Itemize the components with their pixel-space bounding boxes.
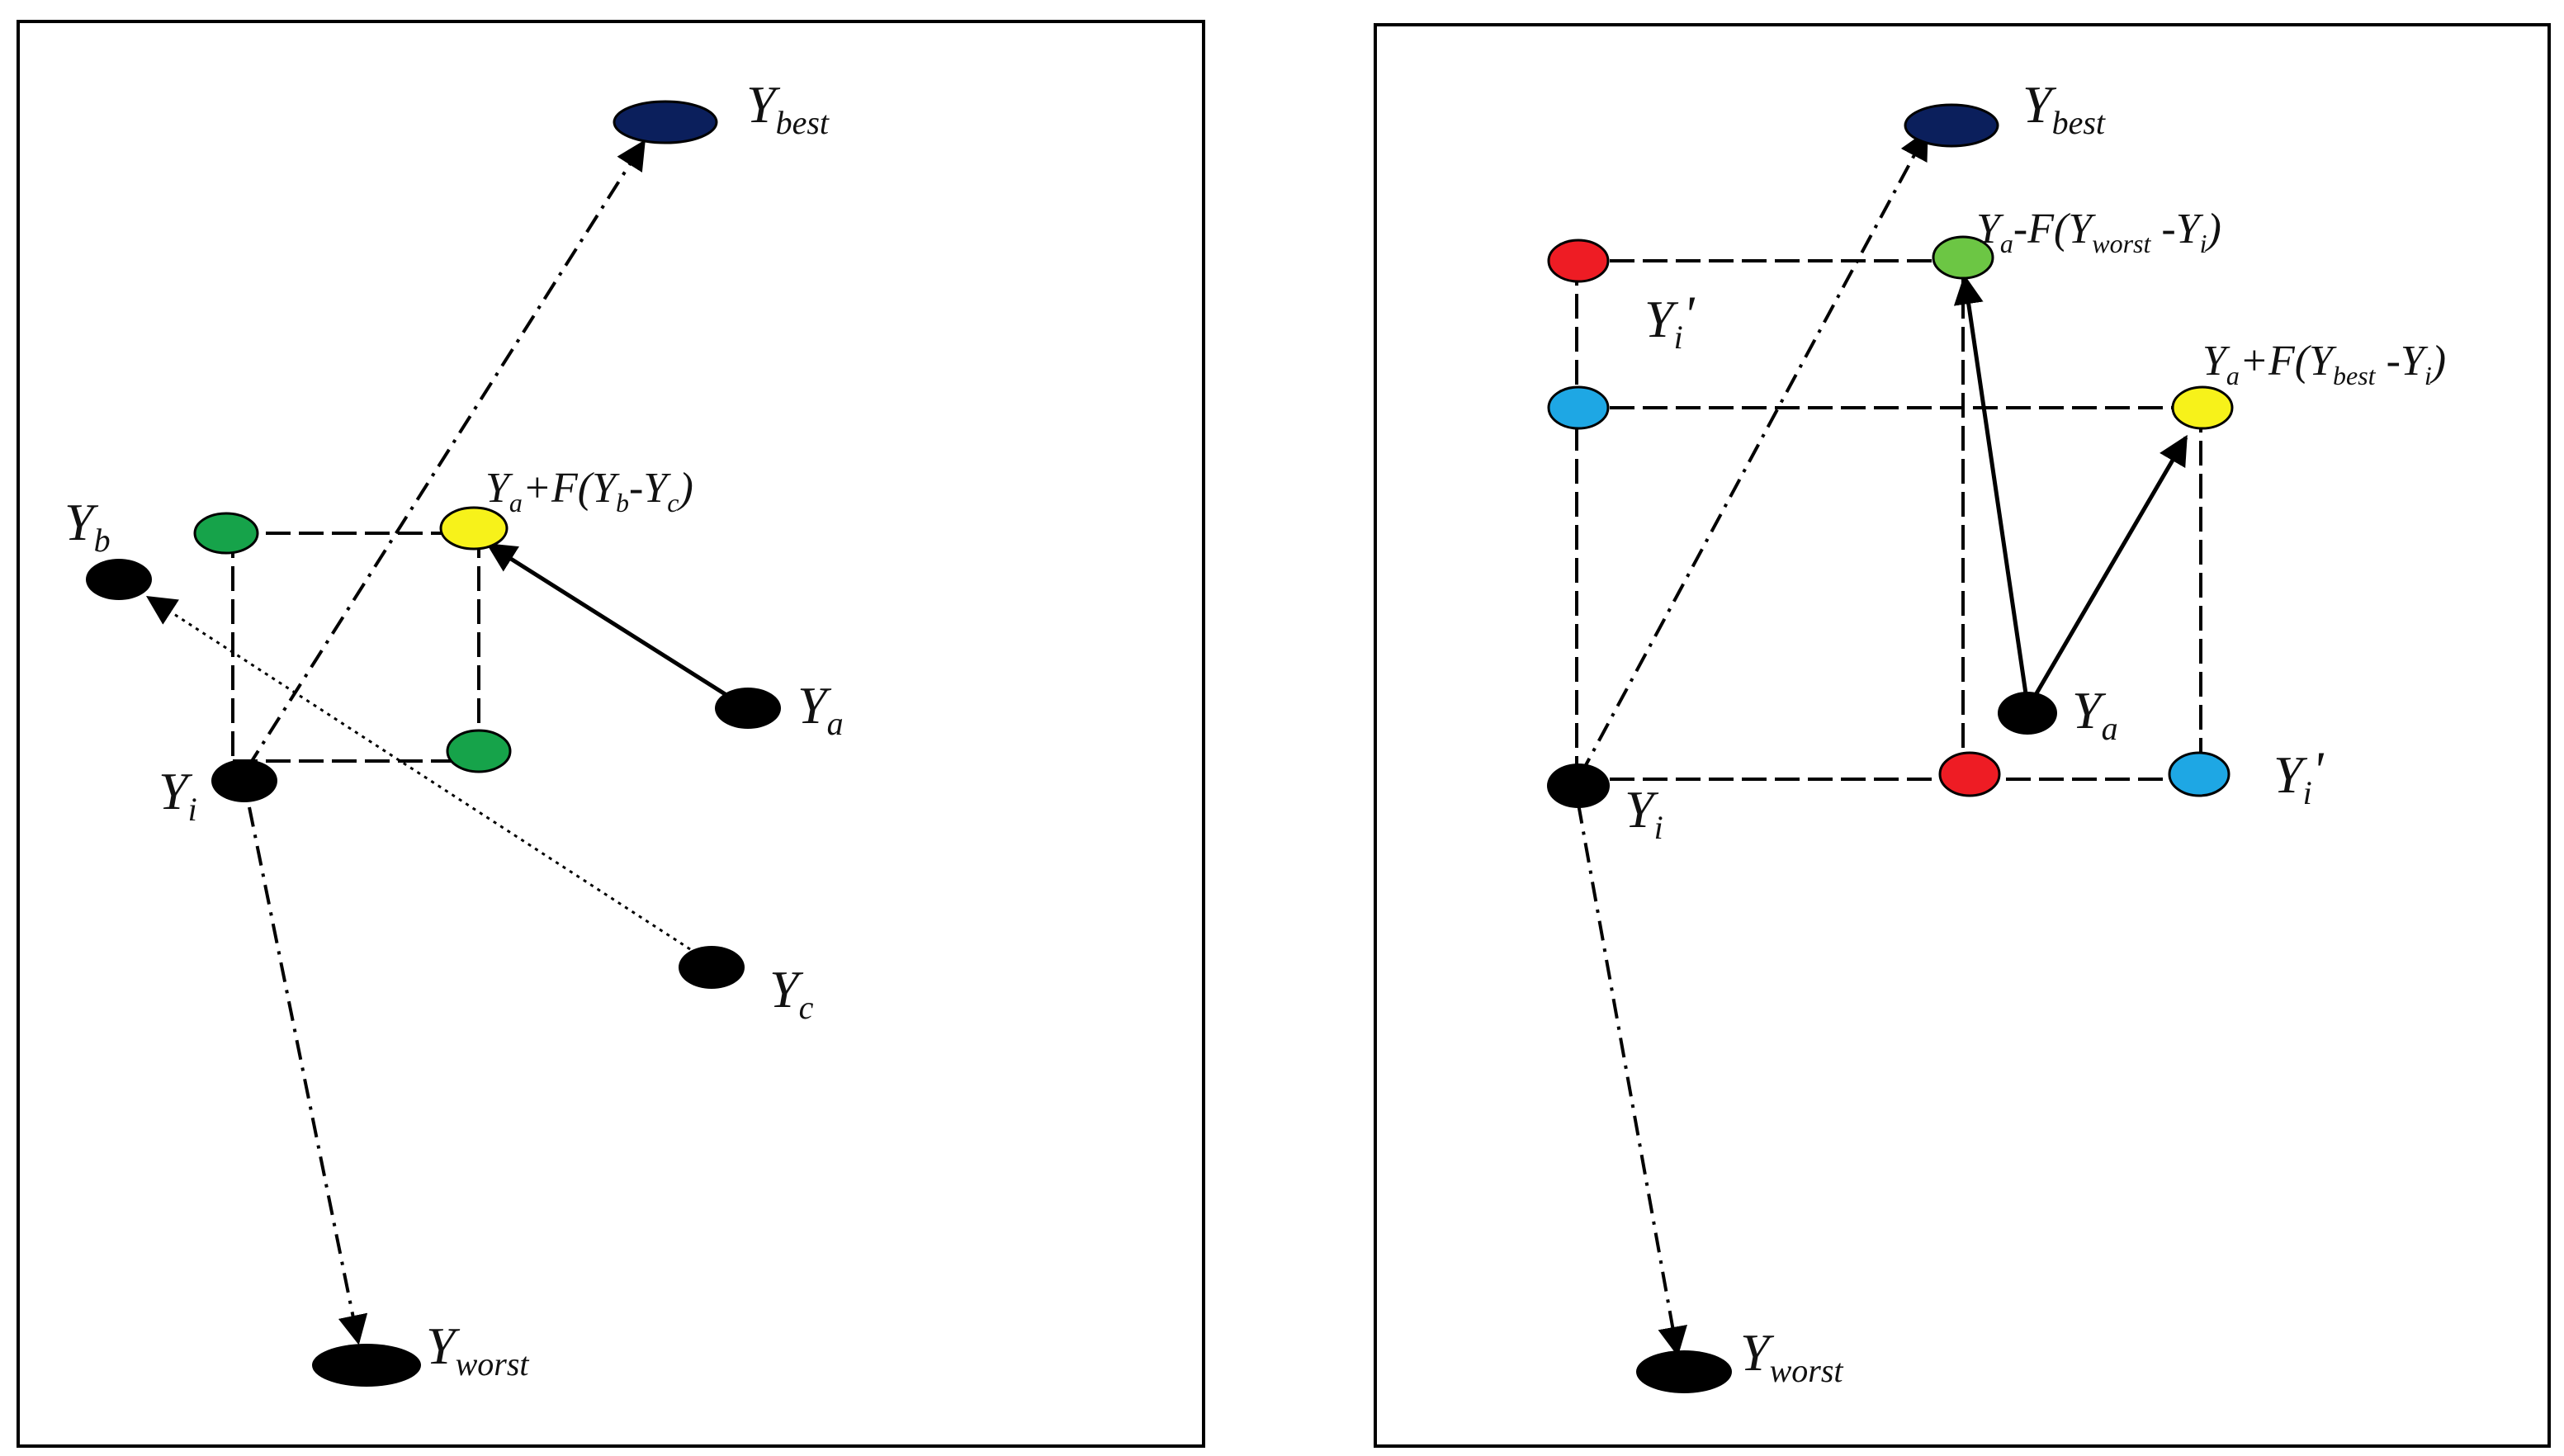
left-panel: Ybest Ya+F(Yb-Yc) Yb Ya Yi Yc Yworst: [17, 20, 1205, 1448]
right-point-y-best: [1904, 103, 1999, 148]
right-label-y-best: Ybest: [2022, 75, 2106, 141]
left-label-mutant: Ya+F(Yb-Yc): [485, 465, 693, 518]
right-point-blue-right: [2168, 751, 2230, 797]
right-dashed-lines: [1575, 259, 2202, 781]
left-point-y-b: [86, 559, 152, 600]
right-point-y-worst: [1636, 1350, 1732, 1393]
left-point-green-bottom: [446, 729, 512, 773]
left-label-y-c: Yc: [769, 960, 814, 1026]
left-difference-vector: [145, 596, 691, 951]
right-point-red-bottom: [1938, 751, 2001, 797]
right-point-mutant-best: [2171, 385, 2234, 430]
left-point-y-a: [715, 688, 781, 729]
left-label-y-worst: Yworst: [426, 1317, 529, 1383]
left-mutation-arrow: [485, 542, 728, 697]
left-point-y-worst: [312, 1344, 421, 1387]
left-panel-frame: [17, 20, 1205, 1448]
right-label-y-i-prime-right: Yi': [2273, 740, 2325, 811]
right-arrow-to-best-mutant: [2028, 434, 2188, 705]
left-dashed-rectangle: [231, 532, 480, 763]
right-label-y-worst: Yworst: [1740, 1323, 1843, 1389]
right-panel: Ybest Ya-F(Yworst -Yi) Yi' Ya+F(Ybest -Y…: [1374, 23, 2551, 1448]
left-label-y-best: Ybest: [746, 75, 830, 141]
right-arrow-to-best: [1578, 129, 1928, 777]
right-arrow-to-worst: [1577, 803, 1687, 1357]
right-panel-frame: [1374, 23, 2551, 1448]
right-point-y-i: [1547, 763, 1610, 808]
right-label-mutant-best: Ya+F(Ybest -Yi): [2202, 338, 2446, 390]
right-point-red-top: [1547, 239, 1610, 283]
right-point-y-a: [1998, 692, 2057, 735]
left-arrow-to-best: [246, 139, 646, 769]
left-point-green-top: [193, 512, 259, 555]
left-point-mutant: [439, 506, 509, 551]
right-point-blue-left: [1547, 385, 1610, 430]
right-point-mutant-worst: [1932, 235, 1994, 280]
left-point-y-i: [211, 759, 277, 802]
left-arrow-to-worst: [248, 806, 368, 1345]
right-arrow-to-worst-mutant: [1953, 274, 2030, 706]
right-label-y-i: Yi: [1625, 780, 1663, 846]
left-label-y-i: Yi: [158, 762, 197, 828]
right-label-y-i-prime-top: Yi': [1644, 285, 1696, 356]
right-label-mutant-worst: Ya-F(Yworst -Yi): [1976, 206, 2221, 258]
left-point-y-best: [613, 100, 718, 144]
right-label-y-a: Ya: [2072, 681, 2118, 747]
left-label-y-b: Yb: [64, 493, 111, 559]
left-point-y-c: [679, 946, 745, 989]
left-label-y-a: Ya: [797, 676, 844, 742]
